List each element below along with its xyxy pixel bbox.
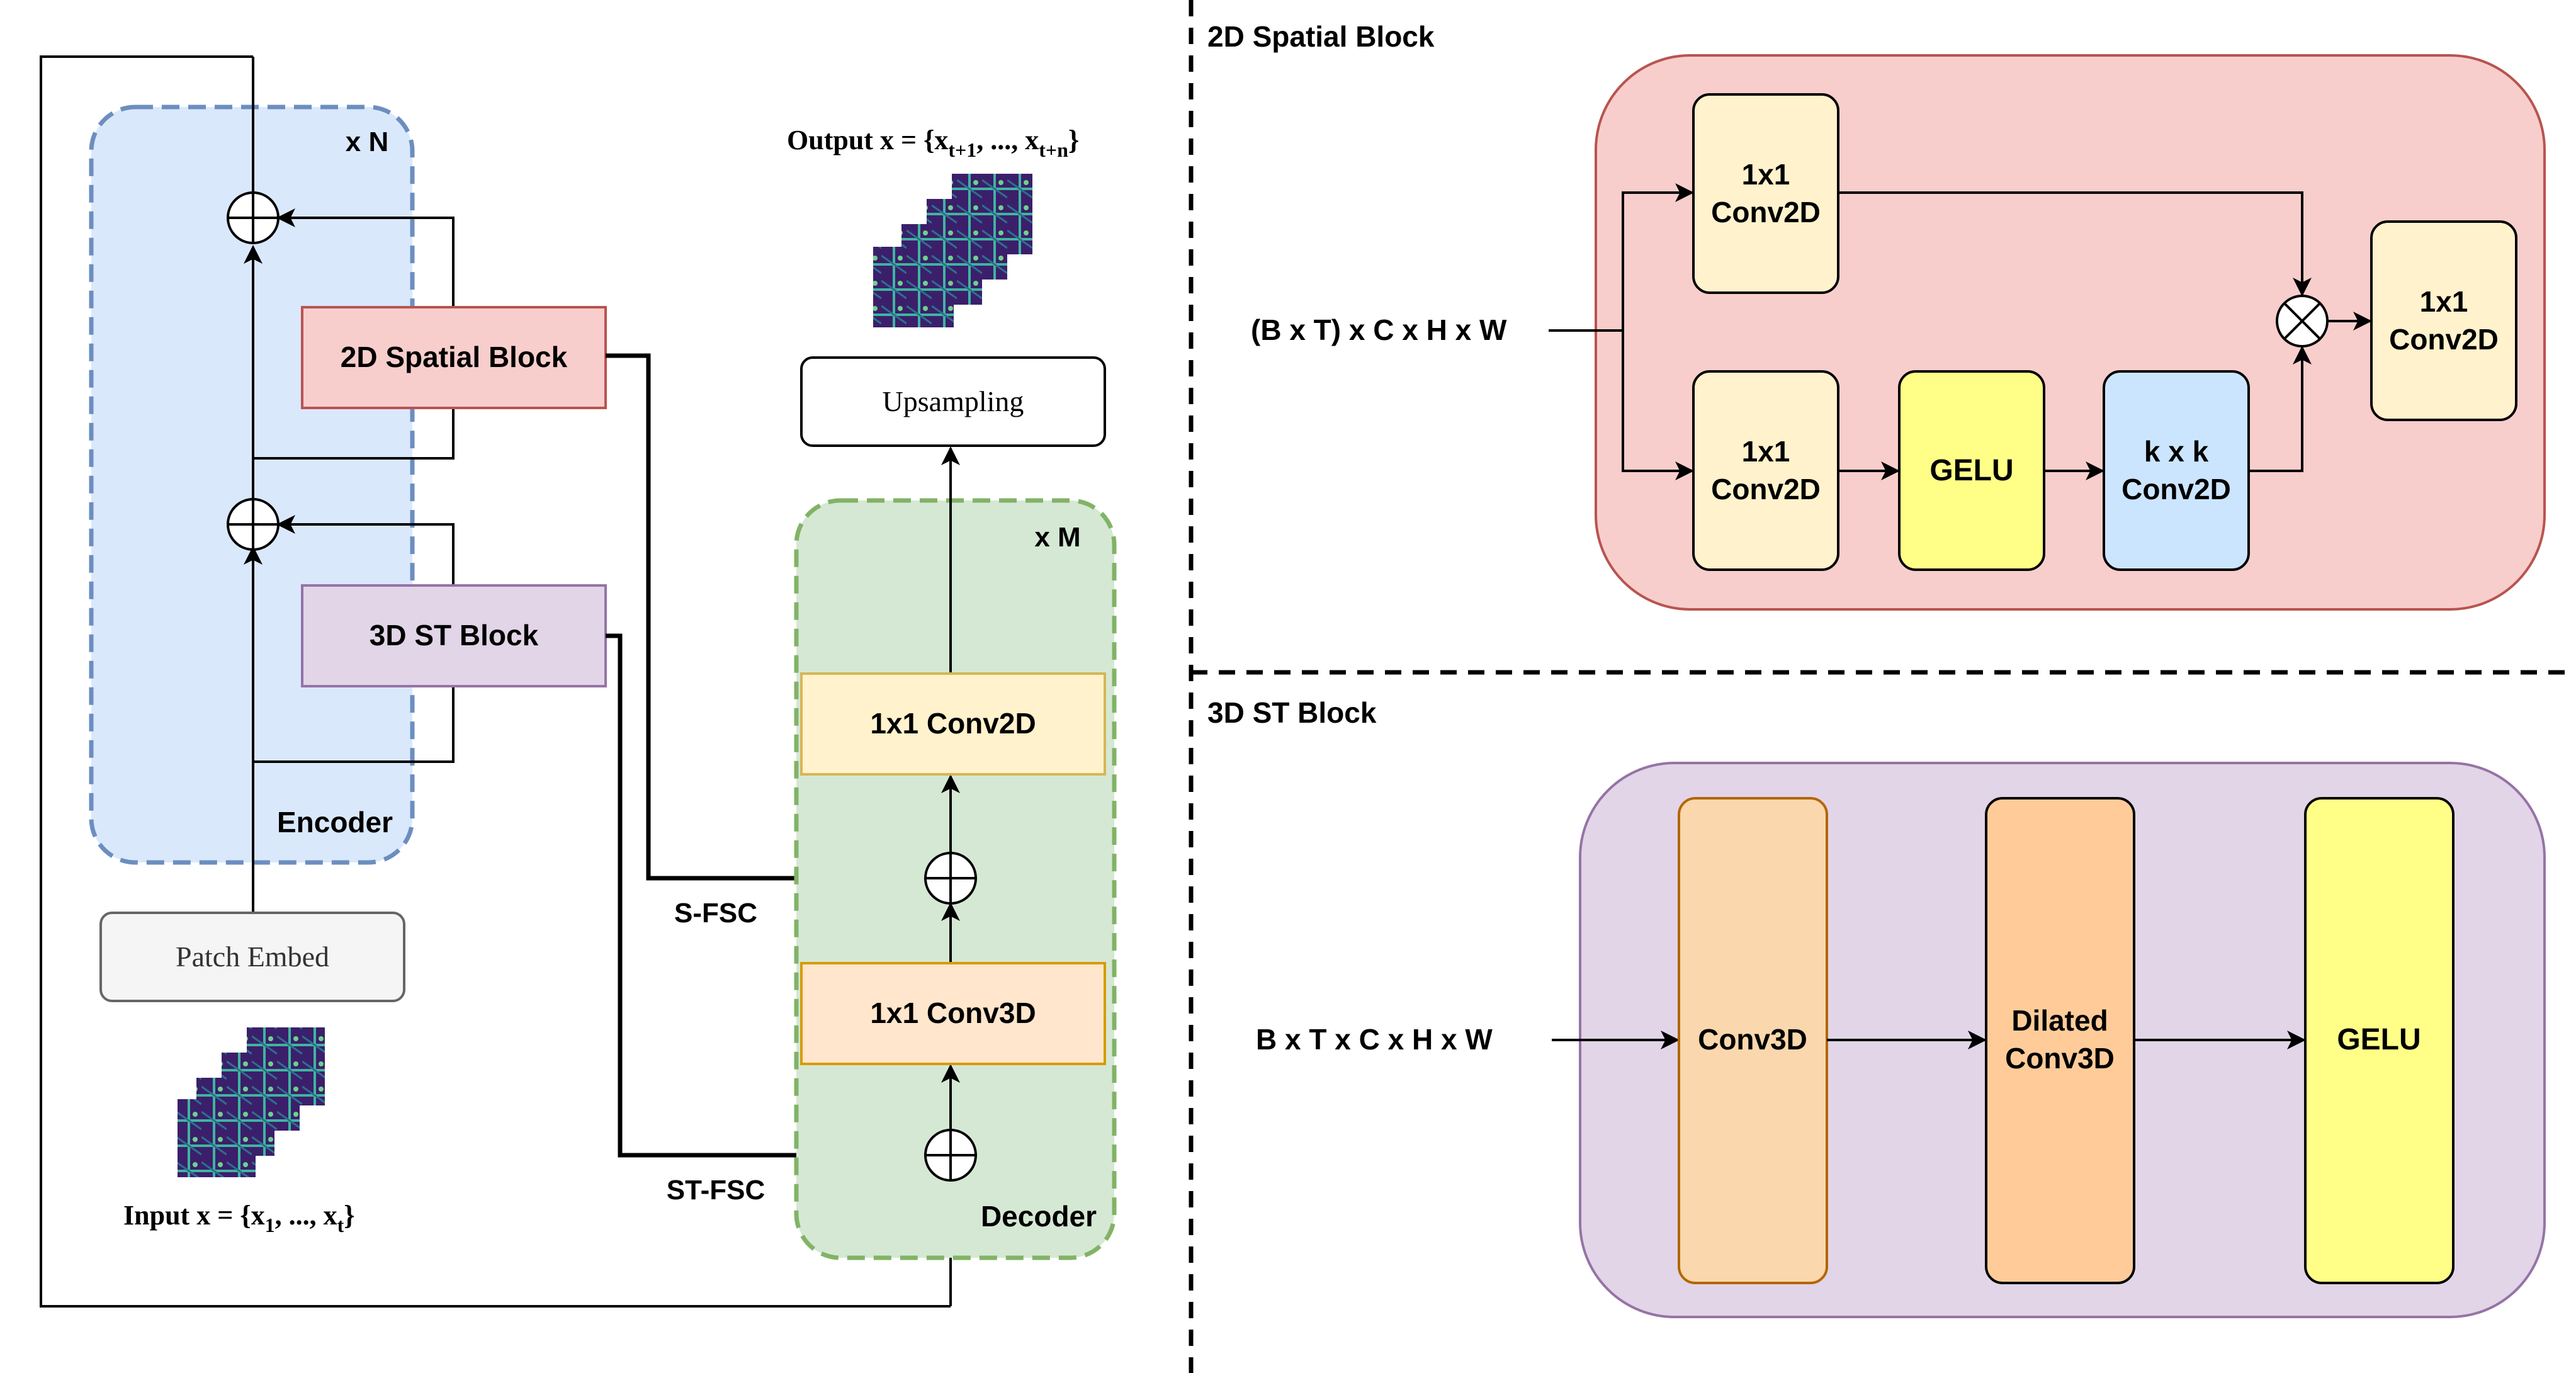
output-label: Output x = {xt+1, ..., xt+n} [787, 125, 1079, 161]
spatial-conv-out-label-1: 1x1 [2420, 285, 2468, 318]
st-skip-connection [606, 633, 925, 1165]
encoder-adder-top [227, 191, 280, 244]
decoder-adder-bottom [924, 1129, 977, 1182]
decoder-repeat-label: x M [1034, 522, 1080, 553]
outer-residual-line [40, 55, 951, 1308]
spatial-multiply-node [2276, 295, 2329, 347]
decoder-conv3d-box [800, 962, 1106, 1065]
decoder-conv2d-label: 1x1 Conv2D [870, 707, 1036, 740]
st-dilated-label-1: Dilated [2011, 1004, 2108, 1037]
spatial-conv-out-label-2: Conv2D [2389, 323, 2499, 356]
st-gelu-box [2304, 797, 2455, 1284]
spatial-kxk-label-2: Conv2D [2121, 473, 2231, 506]
spatial-conv-top-label-2: Conv2D [1711, 196, 1821, 229]
spatial-skip-label: S-FSC [674, 898, 757, 929]
st-block-box [301, 584, 607, 687]
st-detail-input-shape: B x T x C x H x W [1256, 1023, 1493, 1056]
patch-embed-box [99, 912, 405, 1002]
spatial-detail-input-shape: (B x T) x C x H x W [1251, 314, 1507, 346]
spatial-kxk-label-1: k x k [2144, 435, 2209, 468]
st-detail-title: 3D ST Block [1207, 696, 1377, 729]
spatial-bottom-to-mult [2249, 346, 2312, 472]
decoder-label: Decoder [981, 1200, 1097, 1233]
patch-embed-label: Patch Embed [176, 941, 329, 973]
output-heatmap-stack [873, 174, 1032, 327]
input-label: Input x = {x1, ..., xt} [123, 1200, 355, 1236]
decoder-conv2d-box [800, 672, 1106, 776]
st-conv3d-label: Conv3D [1698, 1023, 1807, 1056]
encoder-label: Encoder [277, 806, 393, 839]
spatial-top-to-mult [1838, 191, 2312, 297]
decoder-adder-top [924, 852, 977, 905]
spatial-skip-connection [606, 353, 925, 888]
spatial-conv-top-box [1692, 93, 1839, 294]
upsampling-label: Upsampling [883, 385, 1024, 417]
spatial-split-top [1622, 183, 1694, 331]
decoder-conv3d-label: 1x1 Conv3D [870, 997, 1036, 1029]
encoder-adder-bottom [227, 498, 280, 551]
st-block-label: 3D ST Block [370, 619, 539, 652]
spatial-split-bottom [1622, 331, 1694, 480]
upsampling-box [800, 356, 1106, 447]
st-skip-label: ST-FSC [667, 1175, 765, 1206]
st-gelu-label: GELU [2337, 1023, 2421, 1056]
spatial-conv-top-label-1: 1x1 [1742, 158, 1790, 191]
spatial-kxk-box [2103, 370, 2250, 571]
spatial-conv-bottom-label-1: 1x1 [1742, 435, 1790, 468]
spatial-conv-bottom-box [1692, 370, 1839, 571]
spatial-block-label: 2D Spatial Block [341, 341, 568, 373]
st-dilated-box [1985, 797, 2135, 1284]
spatial-block-box [301, 306, 607, 409]
st-dilated-label-2: Conv3D [2005, 1042, 2115, 1075]
spatial-gelu-label: GELU [1929, 454, 2013, 487]
spatial-detail-title: 2D Spatial Block [1207, 20, 1435, 53]
spatial-conv-out-box [2370, 220, 2517, 421]
input-heatmap-stack [178, 1027, 325, 1177]
encoder-repeat-label: x N [346, 127, 388, 157]
spatial-conv-bottom-label-2: Conv2D [1711, 473, 1821, 506]
